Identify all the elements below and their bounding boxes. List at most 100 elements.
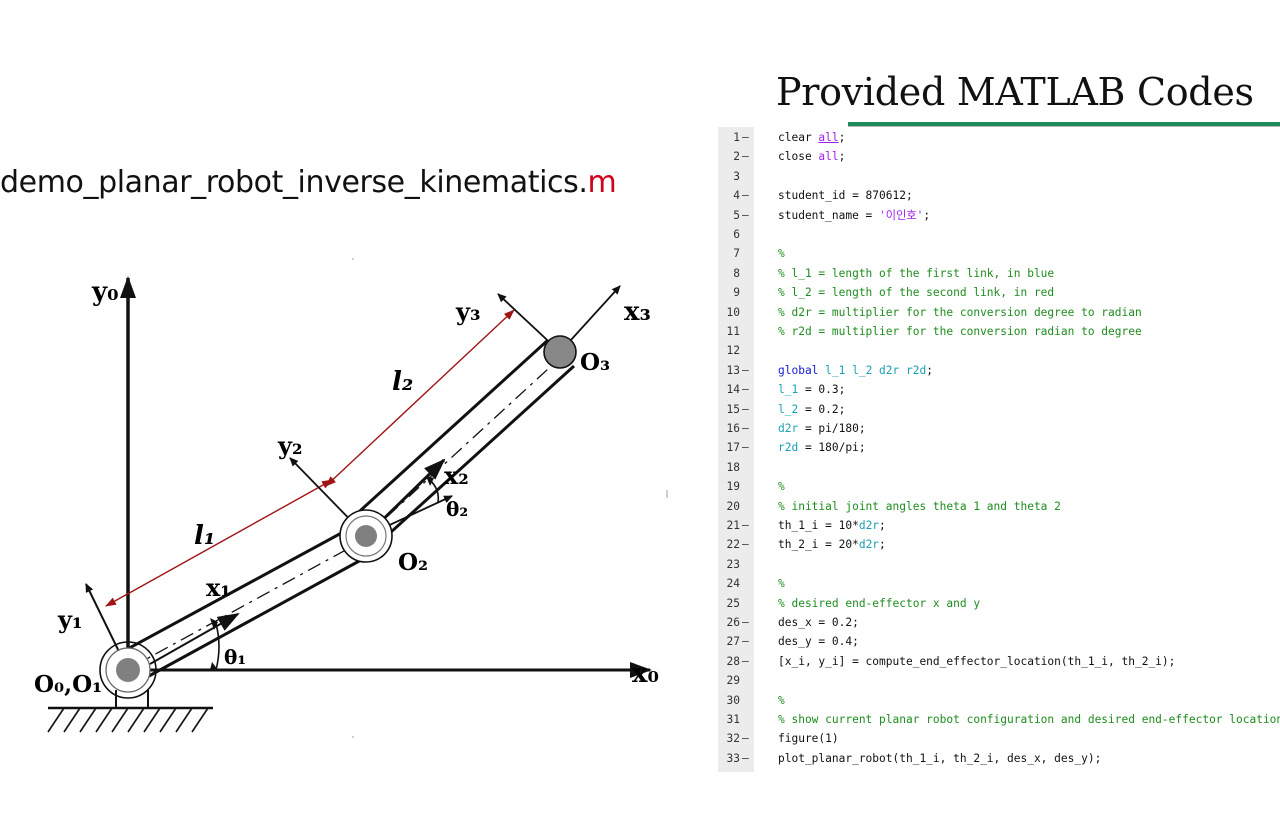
line-number: 16 [726,422,740,435]
breakpoint-dash: – [742,422,749,435]
code-token: l_1 [778,383,799,397]
code-text: th_1_i = 10*d2r; [778,516,886,535]
line-number: 9 [733,286,740,300]
code-text: [x_i, y_i] = compute_end_effector_locati… [778,652,1175,671]
line-number: 17 [726,441,740,455]
code-line: 1–clear all; [718,128,1280,147]
code-token: % show current planar robot configuratio… [778,713,1280,726]
joint-o3 [543,335,577,369]
line-number: 19 [726,480,740,494]
code-line: 15–l_2 = 0.2; [718,400,1280,419]
code-line: 23 [718,555,1280,574]
breakpoint-dash: – [742,519,749,532]
stray-dot [666,490,668,498]
line-number: 31 [726,713,740,726]
code-token: l_2 [778,402,799,416]
label-o3: O₃ [580,349,610,376]
code-text: student_id = 870612; [778,186,913,205]
code-token: student_name = [778,208,880,222]
code-token: ; [838,150,846,164]
stray-dot [352,258,354,260]
x1-axis-arrow [149,613,240,665]
code-token: '이인호' [879,208,924,222]
label-o2: O₂ [398,549,428,576]
line-number-gutter [718,127,754,772]
code-token: = 180/pi; [798,441,866,455]
label-theta1: θ₁ [224,645,246,669]
line-number: 3 [733,169,740,183]
code-text: r2d = 180/pi; [778,438,866,457]
code-token: r2d [778,441,799,455]
line-number: 1 [733,131,740,144]
code-line: 26–des_x = 0.2; [718,613,1280,632]
code-token: d2r [858,538,880,552]
code-token: [x_i, y_i] = compute_end_effector_locati… [778,654,1176,668]
filename-base: demo_planar_robot_inverse_kinematics. [0,165,588,200]
line-number: 20 [726,499,740,513]
code-line: 19% [718,477,1280,496]
code-line: 24% [718,574,1280,593]
code-token: figure(1) [778,732,839,746]
line-number: 8 [733,266,740,280]
label-y2: y₂ [277,431,302,460]
code-token: th_1_i = 10* [778,519,859,532]
code-token: global [778,363,826,377]
breakpoint-dash: – [742,150,749,164]
code-text: % initial joint angles theta 1 and theta… [778,497,1061,516]
line-number: 28 [726,654,740,668]
line-number: 27 [726,635,740,649]
code-line: 10% d2r = multiplier for the conversion … [718,303,1280,322]
code-text: figure(1) [778,729,839,748]
code-text: % l_1 = length of the first link, in blu… [778,264,1054,283]
line-number: 12 [726,344,740,358]
line-number: 14 [726,383,740,397]
code-token: = 0.2; [798,402,846,416]
line-number: 13 [726,363,740,377]
label-y1: y₁ [57,605,82,634]
breakpoint-dash: – [742,208,749,222]
label-y3: y₃ [455,297,480,326]
code-token: % [778,480,785,494]
code-line: 13–global l_1 l_2 d2r r2d; [718,361,1280,380]
breakpoint-dash: – [742,616,749,629]
code-token: l_1 l_2 d2r r2d [825,363,927,377]
code-line: 25% desired end-effector x and y [718,594,1280,613]
breakpoint-dash: – [742,441,749,455]
line-number: 2 [733,150,740,164]
line-number: 18 [726,460,740,474]
code-token: des_x = 0.2; [778,616,859,629]
code-token: % [778,577,785,591]
code-token: = 0.3; [798,383,846,397]
label-y0: y₀ [91,277,119,307]
code-line: 11% r2d = multiplier for the conversion … [718,322,1280,341]
code-token: d2r [858,519,880,532]
label-theta2: θ₂ [446,497,468,521]
code-line: 12 [718,341,1280,360]
line-number: 22 [726,538,740,552]
label-x2: x₂ [444,461,469,490]
code-token: = pi/180; [798,422,866,435]
code-line: 33–plot_planar_robot(th_1_i, th_2_i, des… [718,749,1280,768]
code-text: des_x = 0.2; [778,613,859,632]
code-text: % desired end-effector x and y [778,594,980,613]
line-number: 7 [733,247,740,261]
title-underline [848,122,1280,126]
code-text: close all; [778,147,845,166]
code-line: 8 % l_1 = length of the first link, in bl… [718,264,1280,283]
code-line: 29 [718,671,1280,690]
line-number: 29 [726,674,740,688]
code-token: ; [838,131,846,144]
script-filename: demo_planar_robot_inverse_kinematics.m [0,162,720,204]
breakpoint-dash: – [742,131,749,144]
filename-extension: m [587,165,617,200]
code-line: 22–th_2_i = 20*d2r; [718,535,1280,554]
code-line: 6 [718,225,1280,244]
code-token: ; [879,519,886,532]
code-line: 21–th_1_i = 10*d2r; [718,516,1280,535]
planar-robot-diagram: y₀ x₀ O₀,O₁ y₁ x₁ l₁ θ₁ y₂ x₂ O₂ θ₂ y₃ x… [34,276,659,733]
code-token: % [778,247,785,261]
code-line: 14–l_1 = 0.3; [718,380,1280,399]
code-line: 7% [718,244,1280,263]
code-token: ; [923,208,931,222]
code-text: % d2r = multiplier for the conversion de… [778,303,1142,322]
